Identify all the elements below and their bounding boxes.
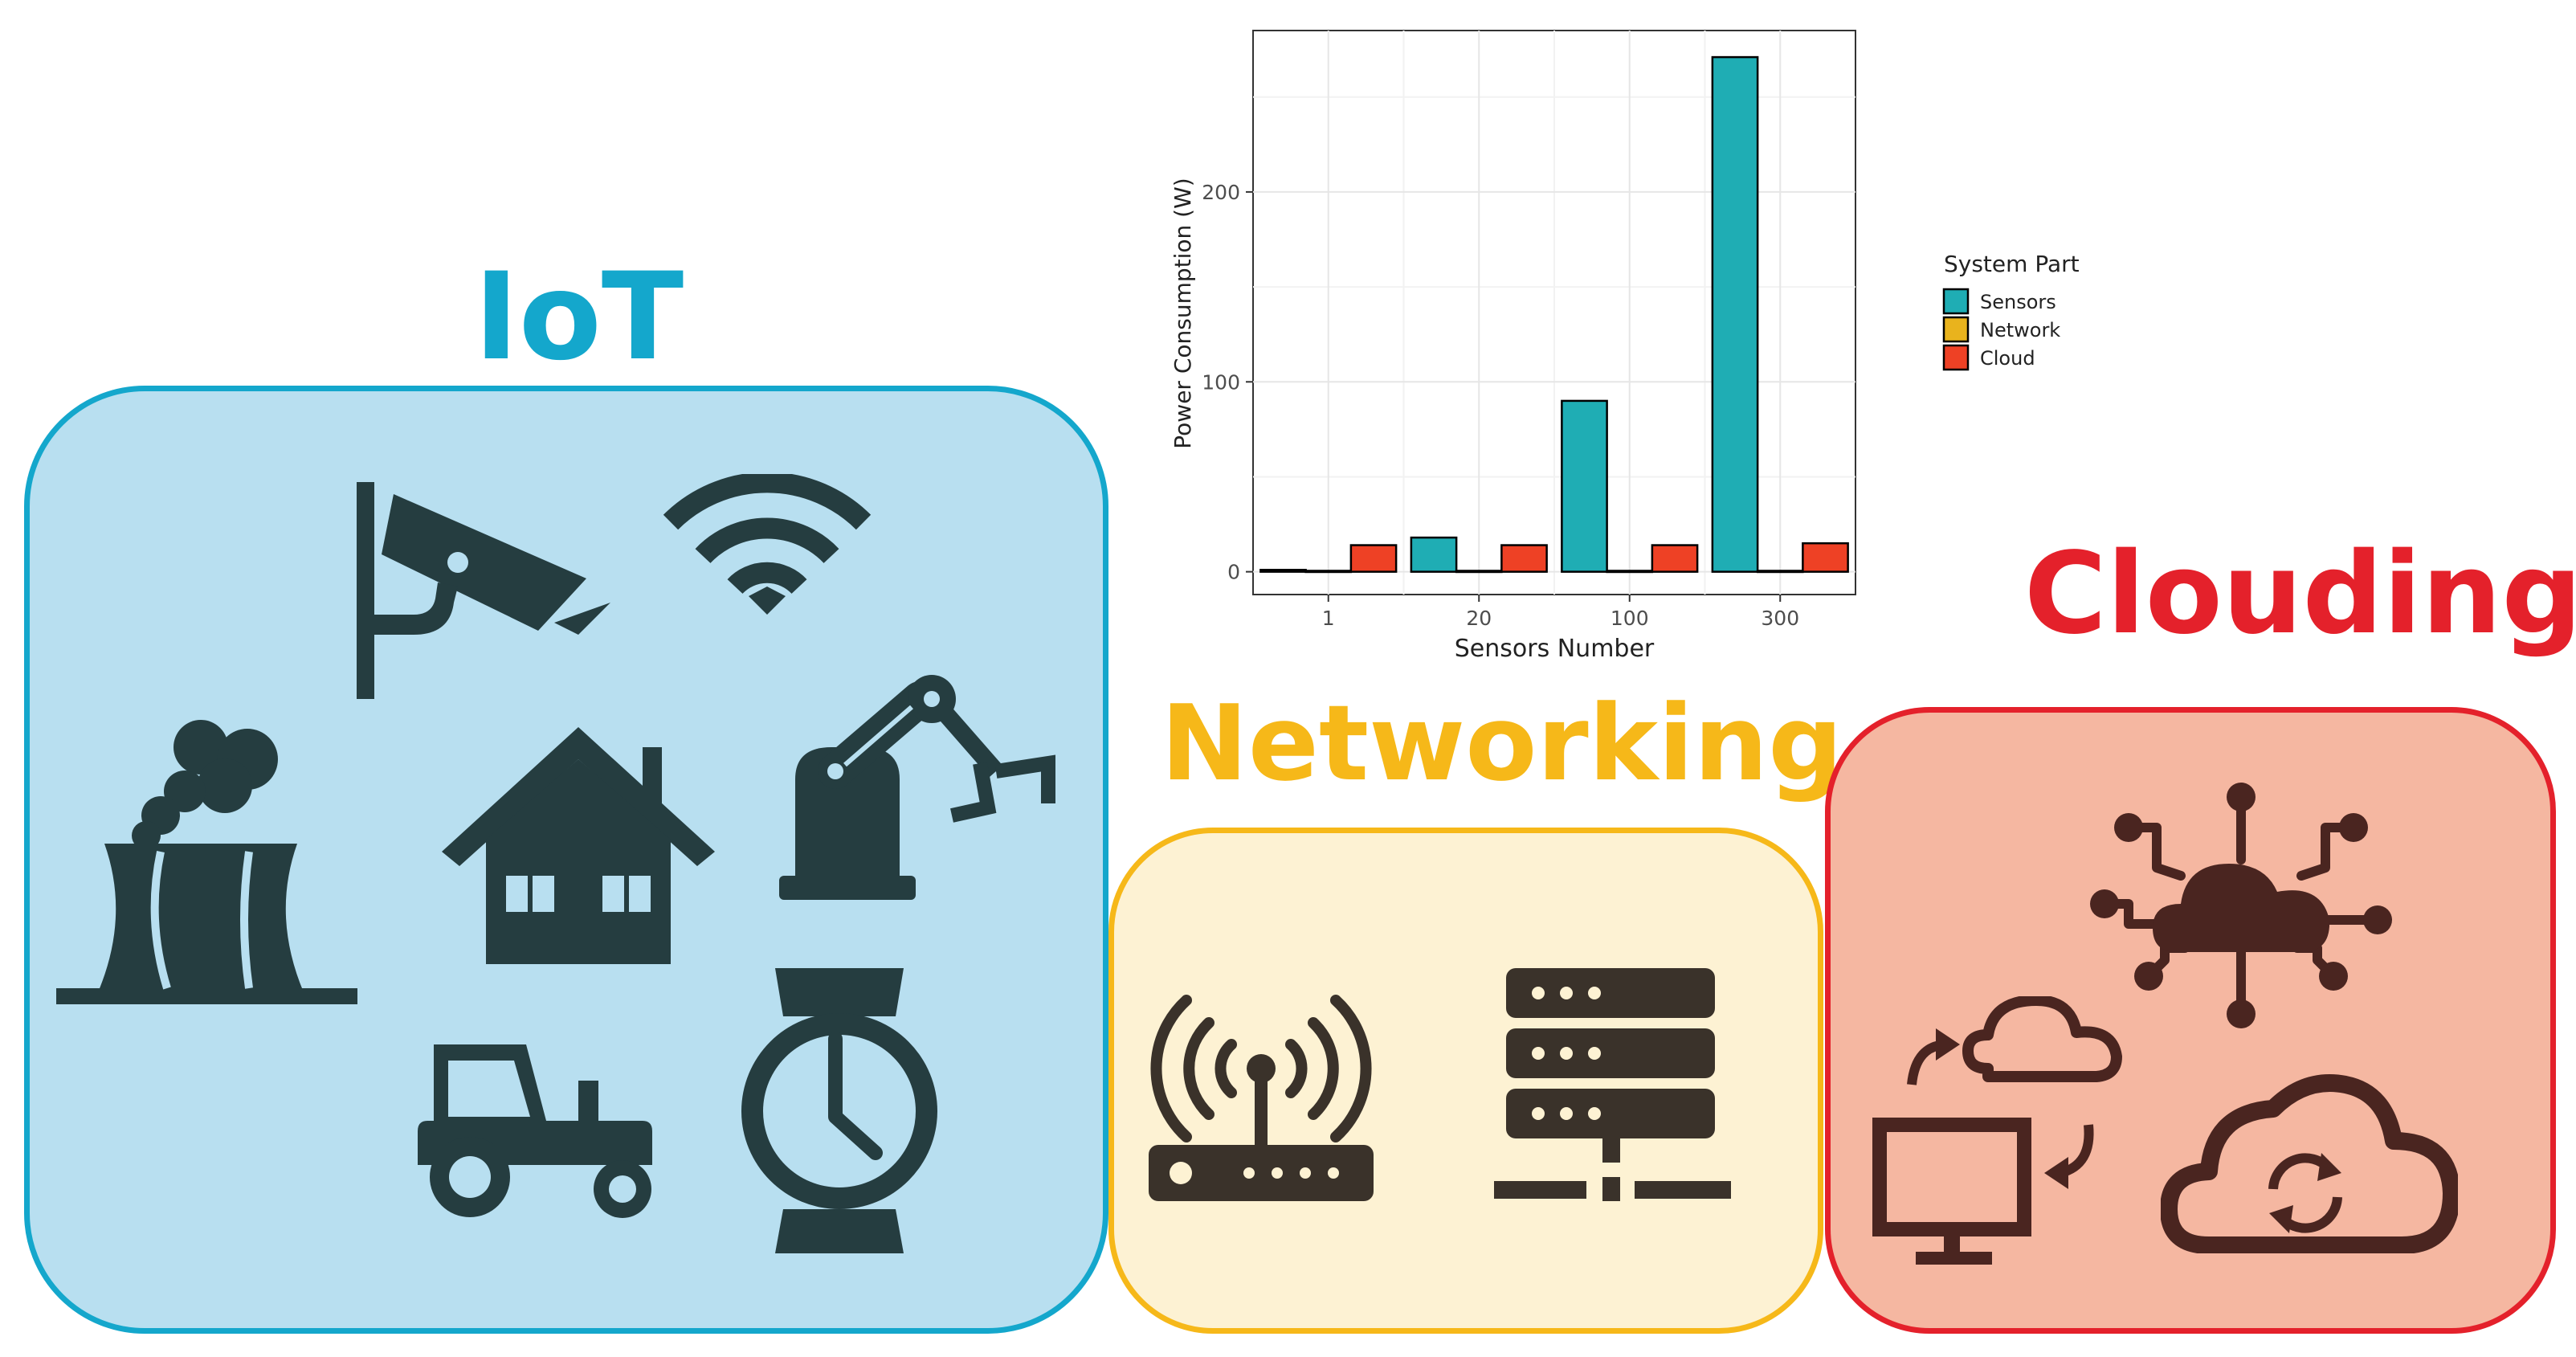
legend-title: System Part [1944,251,2080,277]
cloud-refresh-icon [2161,1074,2458,1253]
power-consumption-chart: 0 100 200 1 20 100 300 Sensors Number Power Co… [1170,30,2080,663]
x-tick-label: 20 [1466,607,1492,630]
robot-arm-icon [779,675,1055,900]
iot-title: IoT [474,247,684,387]
factory-icon [56,720,357,1004]
bar-cloud-1 [1349,544,1398,573]
x-tick-label: 1 [1322,607,1335,630]
y-tick-label: 200 [1202,181,1240,204]
bar-sensors-300 [1711,55,1759,573]
surveillance-camera-icon [357,482,610,699]
bar-network-300 [1756,570,1804,574]
smartwatch-icon [741,968,937,1253]
axes: 0 100 200 1 20 100 300 [1202,181,1799,630]
bar-cloud-300 [1802,542,1849,573]
house-icon [442,727,715,964]
bar-sensors-1 [1259,569,1307,573]
y-tick-label: 100 [1202,370,1240,394]
clouding-title: Clouding [2024,529,2576,660]
legend-swatch-sensors [1942,288,1970,315]
legend-label-cloud: Cloud [1980,347,2035,370]
bar-sensors-20 [1410,536,1458,573]
bar-sensors-100 [1561,399,1608,573]
legend-label-sensors: Sensors [1980,291,2056,313]
x-tick-label: 100 [1611,607,1649,630]
legend-swatch-cloud [1942,344,1970,371]
x-tick-label: 300 [1761,607,1799,630]
computer-cloud-sync-icon [1872,996,2122,1265]
bar-network-1 [1304,570,1353,574]
bar-network-20 [1455,570,1503,574]
router-icon [1149,995,1374,1201]
x-axis-label: Sensors Number [1455,635,1655,663]
bar-cloud-20 [1500,544,1548,573]
bars [1259,55,1849,574]
y-axis-label: Power Consumption (W) [1170,178,1196,448]
legend-swatch-network [1942,316,1970,343]
legend-label-network: Network [1980,319,2060,341]
networking-title: Networking [1161,682,1843,804]
cloud-network-icon [2090,783,2392,1028]
bar-network-100 [1606,570,1654,574]
server-icon [1494,968,1731,1201]
y-tick-label: 0 [1227,561,1240,584]
wifi-icon [663,474,872,615]
bar-cloud-100 [1651,544,1699,573]
tractor-icon [418,1044,652,1218]
